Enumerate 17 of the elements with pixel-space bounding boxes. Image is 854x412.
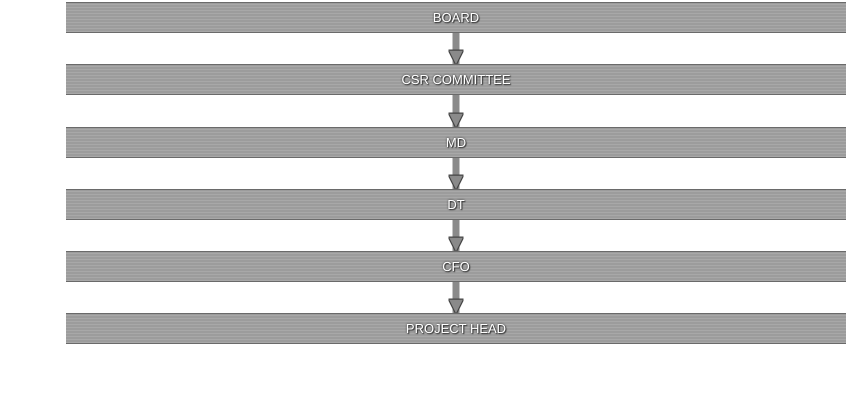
role-label: CSR COMMITTEE <box>401 72 511 87</box>
down-arrow <box>448 33 464 66</box>
down-arrow <box>448 95 464 130</box>
role-label: MD <box>446 135 466 150</box>
role-label: CFO <box>442 259 470 274</box>
down-arrow <box>448 282 464 316</box>
role-band <box>66 251 846 282</box>
role-band <box>66 64 846 95</box>
role-label: PROJECT HEAD <box>406 321 506 336</box>
role-label: BOARD <box>432 10 480 25</box>
down-arrow <box>448 220 464 254</box>
role-label: DT <box>447 197 465 212</box>
role-band <box>66 313 846 344</box>
role-band <box>66 127 846 158</box>
role-band <box>66 189 846 220</box>
down-arrow <box>448 158 464 192</box>
role-band <box>66 2 846 33</box>
